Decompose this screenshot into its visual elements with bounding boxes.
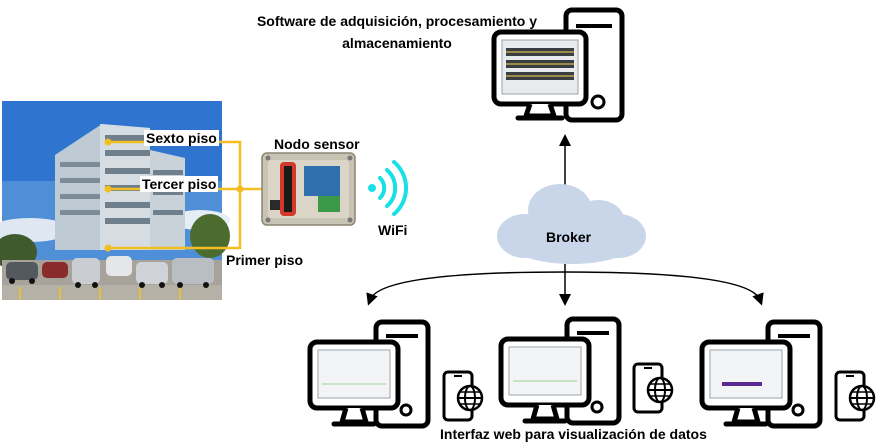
sensor-node-device — [261, 152, 356, 226]
floor-label-tercer: Tercer piso — [140, 176, 219, 192]
wiring-nodes — [104, 138, 244, 252]
acquisition-software-label: Software de adquisición, procesamiento y… — [232, 10, 562, 54]
client-computer-3-icon — [702, 322, 820, 426]
client-phone-1-icon — [442, 370, 484, 422]
client-computer-2-icon — [501, 319, 619, 423]
client-screen-traces — [322, 380, 577, 385]
client-phone-3-icon — [834, 370, 876, 422]
acquisition-computer-icon — [491, 7, 625, 123]
sensor-node-label: Nodo sensor — [274, 136, 360, 152]
web-interface-label: Interfaz web para visualización de datos — [440, 426, 707, 442]
arrows-to-clients — [366, 264, 764, 306]
broker-label: Broker — [546, 229, 592, 245]
floor-label-primer: Primer piso — [224, 252, 306, 268]
client-computer-1-icon — [310, 322, 428, 426]
title-line-2: almacenamiento — [342, 35, 452, 51]
cloud-icon — [497, 184, 646, 264]
wifi-label: WiFi — [378, 222, 408, 238]
client-3-screen-bar — [722, 382, 762, 386]
floor-label-sexto: Sexto piso — [144, 130, 219, 146]
title-line-1: Software de adquisición, procesamiento y — [256, 13, 538, 29]
wifi-icon — [368, 160, 409, 216]
client-phone-2-icon — [632, 362, 674, 414]
